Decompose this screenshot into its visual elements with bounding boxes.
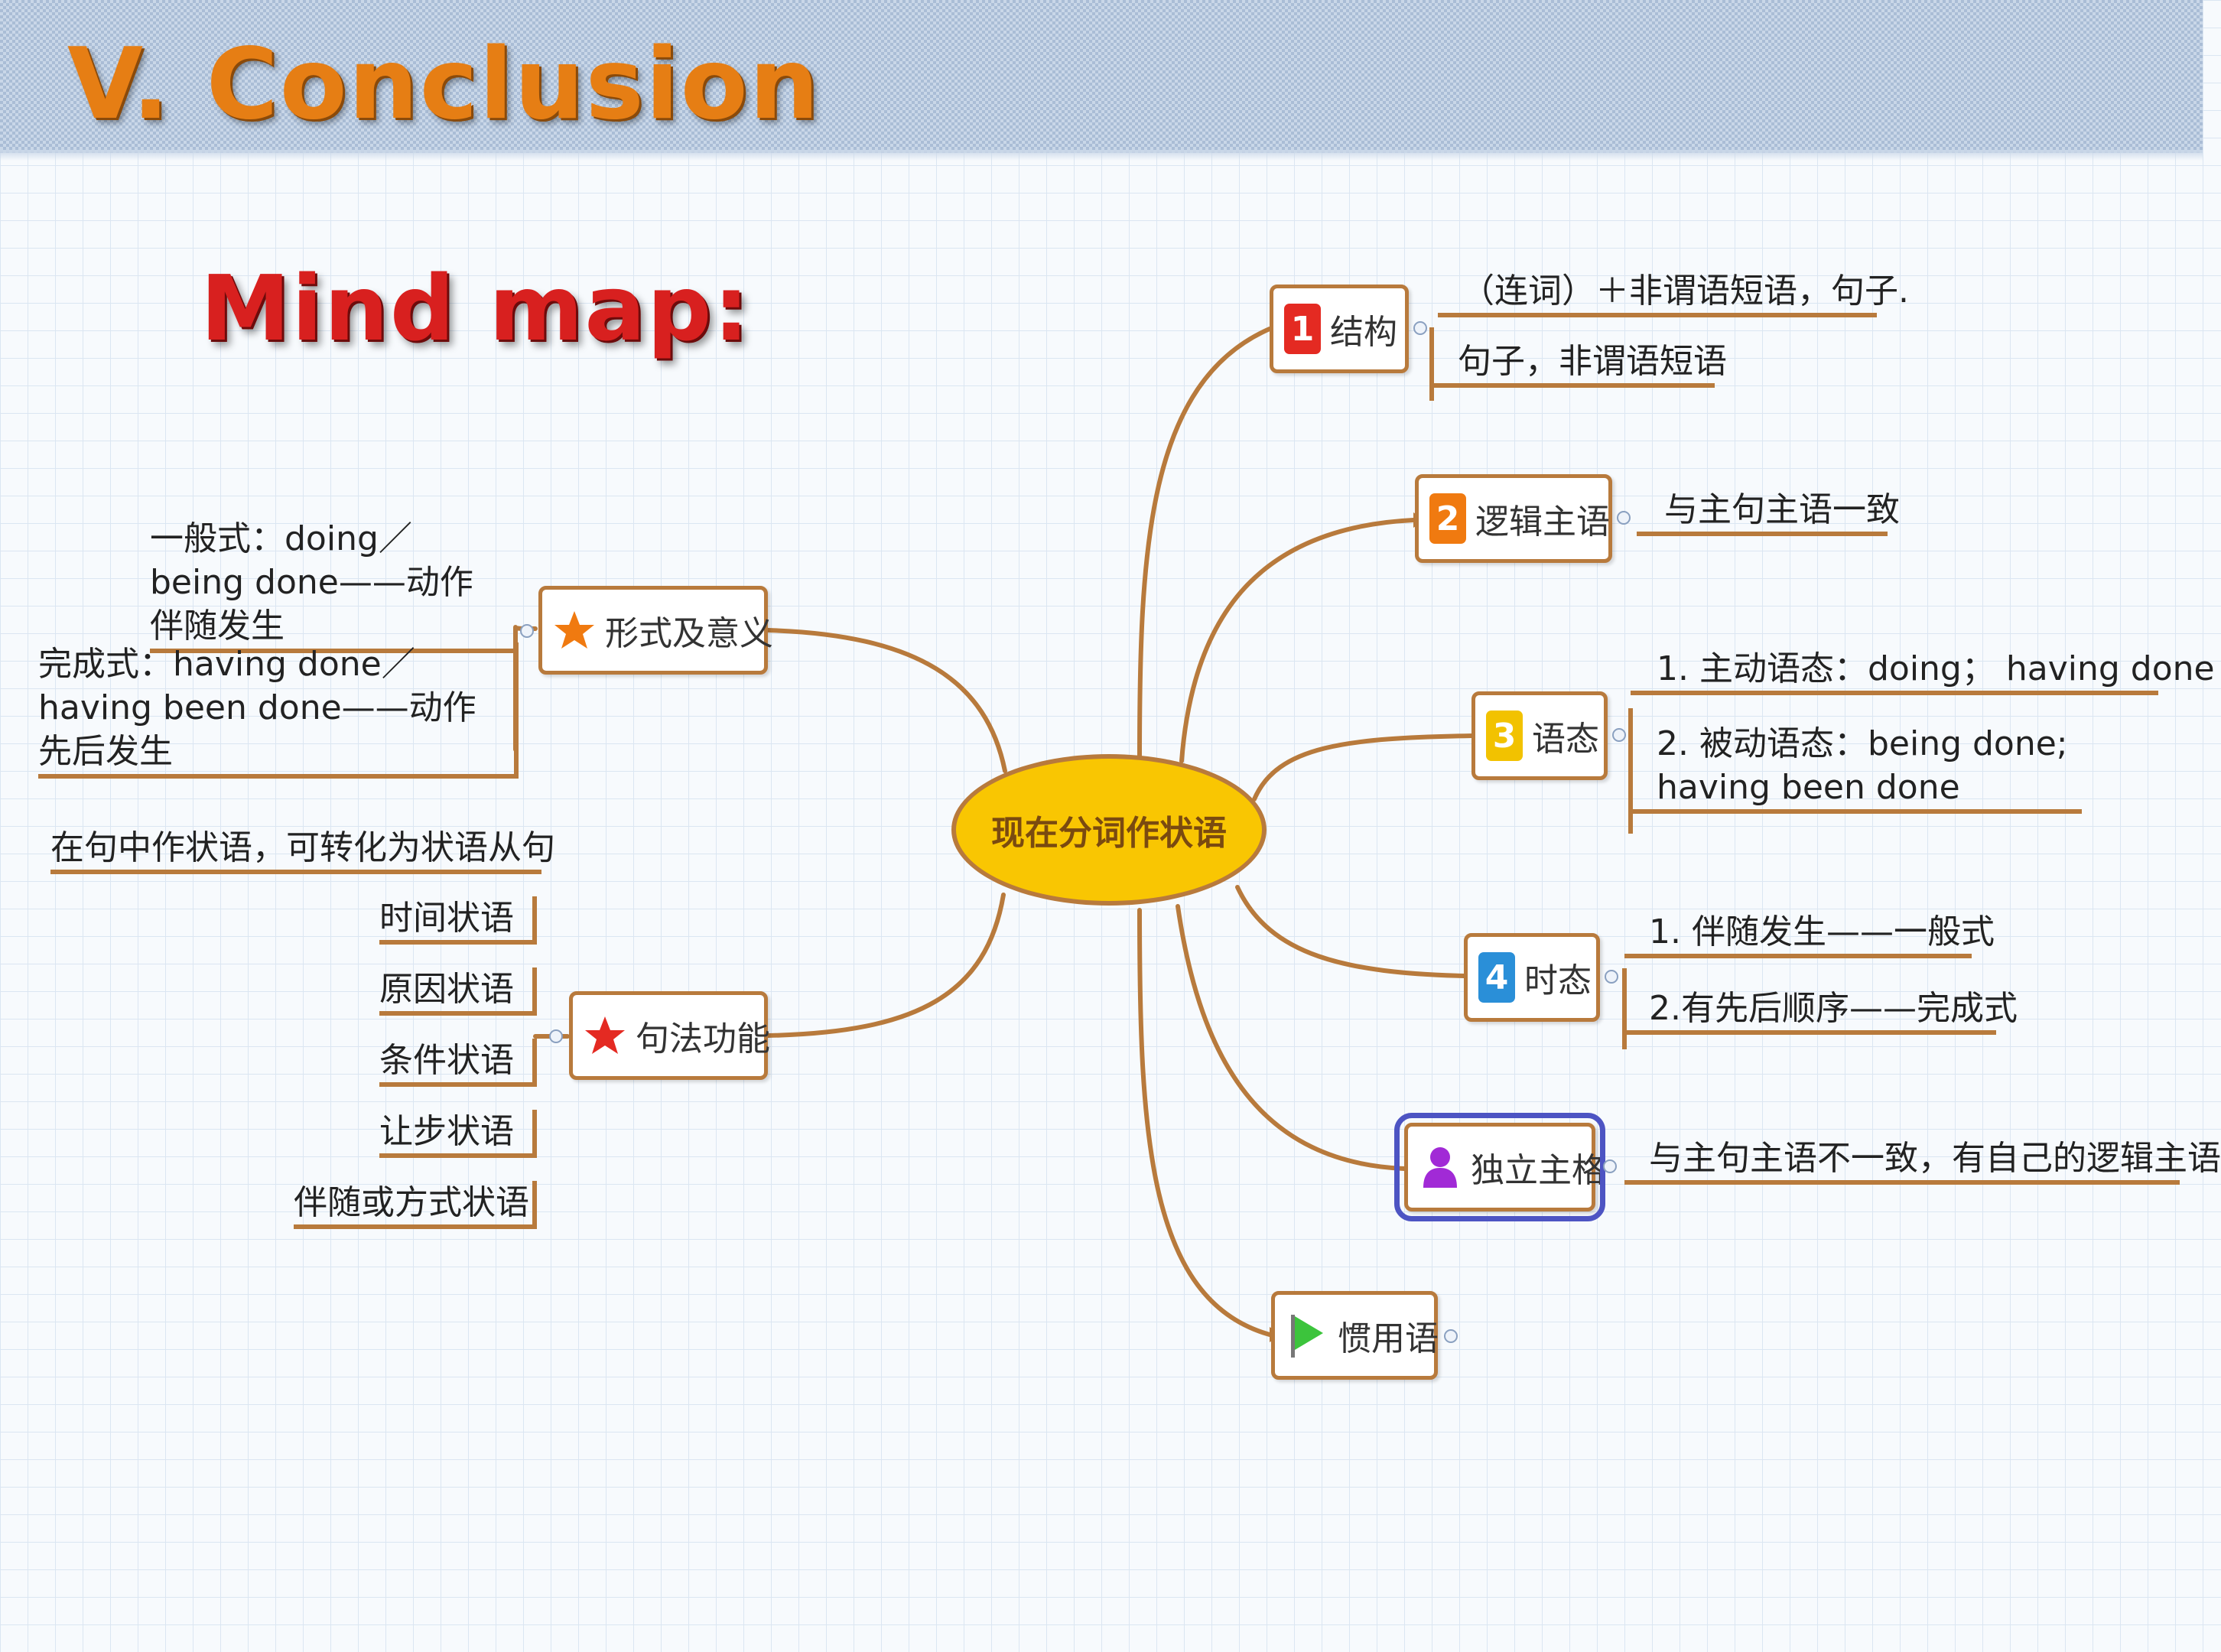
leaf-syntax-function-3: 原因状语 [379,967,537,1016]
collapse-syntax-function-icon[interactable] [549,1029,563,1043]
collapse-voice-icon[interactable] [1612,728,1626,742]
leaf-form-meaning-1: 一般式：doing／ being done——动作伴随发生 [150,517,514,653]
leaf-structure-1: （连词）＋非谓语短语，句子. [1438,269,1909,318]
connector-syntax-function [766,893,1006,1038]
expand-idioms-icon[interactable] [1444,1329,1458,1343]
collapse-absolute-icon[interactable] [1603,1159,1617,1173]
branch-tense[interactable]: 4 时态 [1464,933,1600,1022]
connector-idioms [1137,908,1272,1337]
connector-logical-subject [1179,518,1416,763]
leaf-syntax-function-5: 让步状语 [379,1110,537,1159]
header-fade [0,150,2203,161]
connector-form-meaning [766,628,1007,773]
branch-absolute-label: 独立主格 [1471,1151,1605,1190]
branch-syntax-function-label: 句法功能 [636,1019,770,1059]
slide-subtitle: Mind map: [200,255,751,361]
slide-title: V. Conclusion [67,28,821,141]
branch-syntax-function[interactable]: 句法功能 [569,991,770,1080]
leaf-syntax-function-2: 时间状语 [379,896,537,945]
branch-tense-label: 时态 [1524,961,1592,1000]
connector-voice [1252,733,1475,802]
number-1-icon: 1 [1284,304,1321,354]
branch-structure[interactable]: 1 结构 [1270,285,1409,373]
center-topic-label: 现在分词作状语 [991,814,1227,853]
connector-absolute [1176,904,1406,1171]
branch-form-meaning-label: 形式及意义 [605,614,773,653]
center-topic[interactable]: 现在分词作状语 [951,754,1267,906]
leaf-syntax-function-6: 伴随或方式状语 [294,1181,537,1230]
leaf-logical-subject-1: 与主句主语一致 [1637,488,1900,537]
connector-structure [1137,327,1272,759]
leaf-voice-1: 1. 主动语态：doing； having done [1631,647,2215,696]
branch-idioms-label: 惯用语 [1338,1319,1439,1358]
collapse-logical-subject-icon[interactable] [1617,511,1631,525]
branch-voice[interactable]: 3 语态 [1471,691,1608,780]
leaf-tense-1: 1. 伴随发生——一般式 [1624,910,1995,959]
collapse-tense-icon[interactable] [1605,970,1618,984]
branch-absolute[interactable]: 独立主格 [1394,1113,1605,1221]
leaf-structure-2: 句子，非谓语短语 [1432,340,1727,389]
number-4-icon: 4 [1478,952,1515,1003]
leaf-syntax-function-4: 条件状语 [379,1039,537,1088]
star-orange-icon [553,606,596,655]
star-red-icon [584,1011,626,1060]
leaf-tense-2: 2.有先后顺序——完成式 [1624,987,2018,1036]
branch-logical-subject[interactable]: 2 逻辑主语 [1415,474,1612,563]
branch-idioms[interactable]: 惯用语 [1271,1291,1439,1380]
person-icon [1419,1143,1462,1192]
header-band [0,0,2203,153]
branch-voice-label: 语态 [1532,720,1599,759]
number-3-icon: 3 [1486,711,1523,761]
branch-form-meaning[interactable]: 形式及意义 [538,586,773,675]
leaf-form-meaning-2: 完成式：having done／having been done——动作先后发生 [38,642,519,779]
leaf-voice-2: 2. 被动语态：being done; having been done [1631,722,2082,815]
branch-structure-label: 结构 [1330,313,1397,352]
connector-tense [1235,885,1466,978]
flag-icon [1286,1311,1328,1360]
branch-logical-subject-label: 逻辑主语 [1475,502,1610,541]
number-2-icon: 2 [1429,493,1466,544]
collapse-form-meaning-icon[interactable] [520,624,534,638]
collapse-structure-icon[interactable] [1413,321,1427,335]
leaf-syntax-function-1: 在句中作状语，可转化为状语从句 [50,826,555,875]
leaf-absolute-1: 与主句主语不一致，有自己的逻辑主语 [1624,1137,2221,1185]
